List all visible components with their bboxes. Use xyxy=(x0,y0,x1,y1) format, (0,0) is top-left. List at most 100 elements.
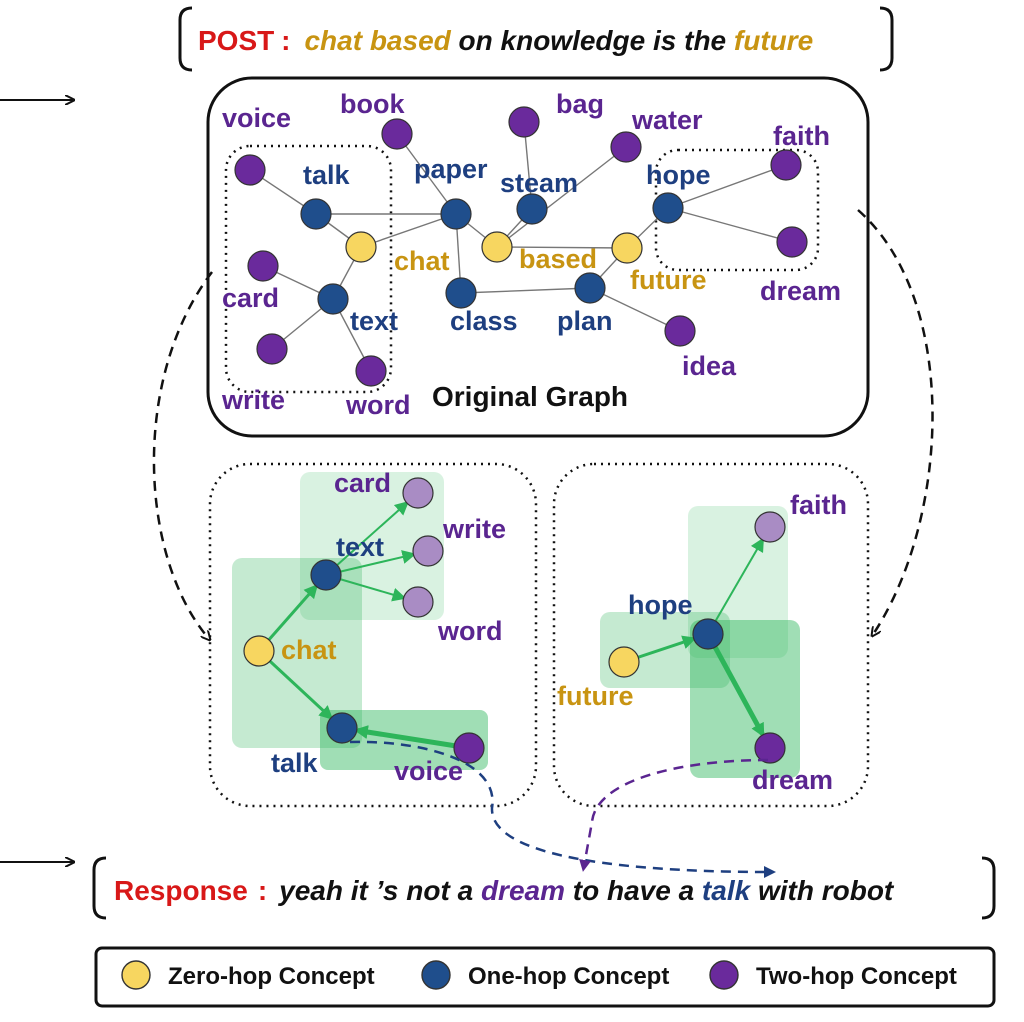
response-separator: : xyxy=(258,875,267,906)
graph-node-based xyxy=(481,231,513,263)
left-node-text xyxy=(310,559,342,591)
left-label-text: text xyxy=(336,532,384,562)
right-extraction-arrow xyxy=(857,209,934,636)
graph-node-dream xyxy=(776,226,808,258)
response-segment-4: with robot xyxy=(750,875,895,906)
graph-edge-class-plan xyxy=(460,287,591,294)
graph-label-water: water xyxy=(631,105,703,135)
right-subgraph-nodes: faith hope future dream xyxy=(557,490,847,795)
response-text: Response:yeah it ’s not a dream to have … xyxy=(114,875,895,906)
graph-label-text: text xyxy=(350,306,398,336)
graph-edge-plan-idea xyxy=(589,287,681,332)
graph-label-dream: dream xyxy=(760,276,841,306)
graph-label-card: card xyxy=(222,283,279,313)
graph-label-based: based xyxy=(519,244,597,274)
graph-node-future xyxy=(611,232,643,264)
graph-label-faith: faith xyxy=(773,121,830,151)
post-segment-1: on knowledge is the xyxy=(451,25,734,56)
right-subgraph-frame xyxy=(552,462,870,808)
right-node-hope xyxy=(692,618,724,650)
post-right-bracket xyxy=(879,6,894,72)
left-subgraph-frame xyxy=(208,462,538,808)
right-extraction-box xyxy=(654,148,820,272)
left-label-card: card xyxy=(334,468,391,498)
legend-swatch-hop-1 xyxy=(421,960,451,990)
dream-to-response-arrow xyxy=(579,758,769,872)
graph-edge-based-future xyxy=(496,246,628,249)
right-label-faith: faith xyxy=(790,490,847,520)
right-label-dream: dream xyxy=(752,765,833,795)
graph-node-text xyxy=(317,283,349,315)
graph-label-word: word xyxy=(345,390,411,420)
left-node-chat xyxy=(243,635,275,667)
graph-caption: Original Graph xyxy=(432,381,628,412)
graph-node-book xyxy=(381,118,413,150)
right-label-future: future xyxy=(557,681,634,711)
legend-label-hop-0: Zero-hop Concept xyxy=(168,963,375,990)
right-node-faith xyxy=(754,511,786,543)
graph-node-bag xyxy=(508,106,540,138)
post-left-bracket xyxy=(178,6,193,72)
graph-node-card xyxy=(247,250,279,282)
legend-label-hop-1: One-hop Concept xyxy=(468,963,669,990)
graph-node-talk xyxy=(300,198,332,230)
left-label-talk: talk xyxy=(271,748,319,778)
legend-swatch-hop-2 xyxy=(709,960,739,990)
response-sentence: Response:yeah it ’s not a dream to have … xyxy=(92,856,996,920)
graph-node-hope xyxy=(652,192,684,224)
graph-node-class xyxy=(445,277,477,309)
right-edge-hope-faith xyxy=(707,537,764,635)
post-segment-2: future xyxy=(734,25,813,56)
left-extraction-box xyxy=(224,144,393,394)
left-node-voice xyxy=(453,732,485,764)
graph-node-paper xyxy=(440,198,472,230)
graph-edge-hope-dream xyxy=(667,207,793,243)
response-segment-0: yeah it ’s not a xyxy=(277,875,481,906)
graph-edge-water-based xyxy=(496,146,627,248)
highlight-chat-group xyxy=(232,558,362,748)
right-label-hope: hope xyxy=(628,590,693,620)
graph-edge-paper-chat xyxy=(360,213,457,248)
post-tag: POST xyxy=(198,25,274,56)
graph-label-future: future xyxy=(630,265,707,295)
graph-node-write xyxy=(256,333,288,365)
post-segment-0: chat based xyxy=(304,25,451,56)
left-node-write xyxy=(412,535,444,567)
graph-node-voice xyxy=(234,154,266,186)
graph-label-hope: hope xyxy=(646,160,711,190)
graph-label-idea: idea xyxy=(682,351,737,381)
right-node-dream xyxy=(754,732,786,764)
left-label-voice: voice xyxy=(394,756,463,786)
legend-swatch-hop-0 xyxy=(121,960,151,990)
left-edge-text-card xyxy=(325,500,410,576)
graph-label-talk: talk xyxy=(303,160,351,190)
graph-label-class: class xyxy=(450,306,518,336)
post-separator: : xyxy=(281,25,290,56)
left-label-word: word xyxy=(437,616,503,646)
response-segment-2: to have a xyxy=(565,875,702,906)
response-right-bracket xyxy=(981,856,996,920)
post-text: POST: chat based on knowledge is the futu… xyxy=(198,25,813,56)
left-edge-chat-talk xyxy=(257,649,334,720)
talk-to-response-arrow xyxy=(349,740,776,878)
right-edge-hope-dream xyxy=(705,632,765,738)
left-label-chat: chat xyxy=(281,635,337,665)
graph-label-paper: paper xyxy=(414,154,488,184)
response-segment-3: talk xyxy=(702,875,752,906)
graph-node-word xyxy=(355,355,387,387)
left-node-talk xyxy=(326,712,358,744)
right-node-future xyxy=(608,646,640,678)
graph-edge-hope-faith xyxy=(667,164,787,209)
graph-node-faith xyxy=(770,149,802,181)
left-node-card xyxy=(402,477,434,509)
response-left-bracket xyxy=(92,856,107,920)
left-node-word xyxy=(402,586,434,618)
left-extraction-arrow xyxy=(152,271,213,640)
original-graph-frame xyxy=(206,76,870,438)
graph-label-book: book xyxy=(340,89,405,119)
left-edge-voice-talk xyxy=(353,725,470,751)
